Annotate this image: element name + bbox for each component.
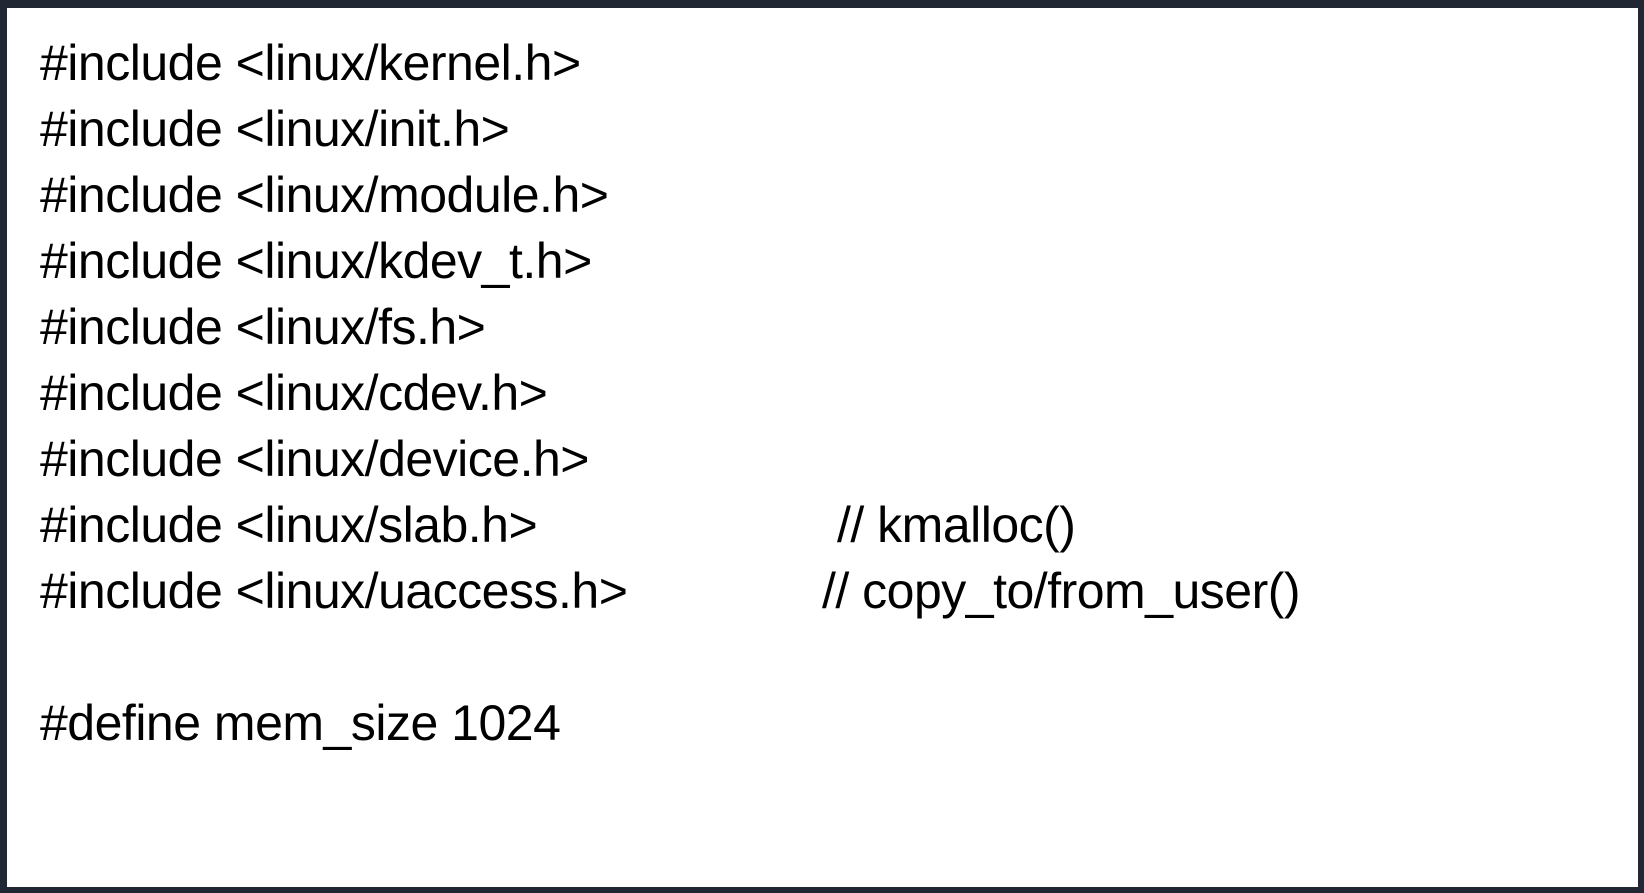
code-text: #include <linux/init.h>: [40, 101, 510, 157]
code-line-include-slab: #include <linux/slab.h> // kmalloc(): [40, 492, 1618, 558]
code-line-include-kdev: #include <linux/kdev_t.h>: [40, 228, 1618, 294]
code-text: #include <linux/device.h>: [40, 431, 590, 487]
code-line-include-cdev: #include <linux/cdev.h>: [40, 360, 1618, 426]
code-text: #include <linux/kdev_t.h>: [40, 233, 592, 289]
code-text: #include <linux/slab.h>: [40, 497, 538, 553]
code-text: #include <linux/fs.h>: [40, 299, 486, 355]
code-line-include-uaccess: #include <linux/uaccess.h> // copy_to/fro…: [40, 558, 1618, 624]
code-line-blank: [40, 624, 1618, 690]
code-line-include-kernel: #include <linux/kernel.h>: [40, 30, 1618, 96]
code-block: #include <linux/kernel.h> #include <linu…: [7, 8, 1638, 756]
code-text: #define mem_size 1024: [40, 695, 561, 751]
code-line-include-device: #include <linux/device.h>: [40, 426, 1618, 492]
code-line-define-mem-size: #define mem_size 1024: [40, 690, 1618, 756]
code-line-include-init: #include <linux/init.h>: [40, 96, 1618, 162]
code-text: #include <linux/cdev.h>: [40, 365, 548, 421]
code-line-include-module: #include <linux/module.h>: [40, 162, 1618, 228]
code-text: #include <linux/kernel.h>: [40, 35, 581, 91]
code-line-include-fs: #include <linux/fs.h>: [40, 294, 1618, 360]
code-text: #include <linux/uaccess.h>: [40, 563, 628, 619]
inline-comment-copy-user: // copy_to/from_user(): [822, 563, 1301, 619]
inline-comment-kmalloc: // kmalloc(): [837, 497, 1076, 553]
code-text: #include <linux/module.h>: [40, 167, 609, 223]
